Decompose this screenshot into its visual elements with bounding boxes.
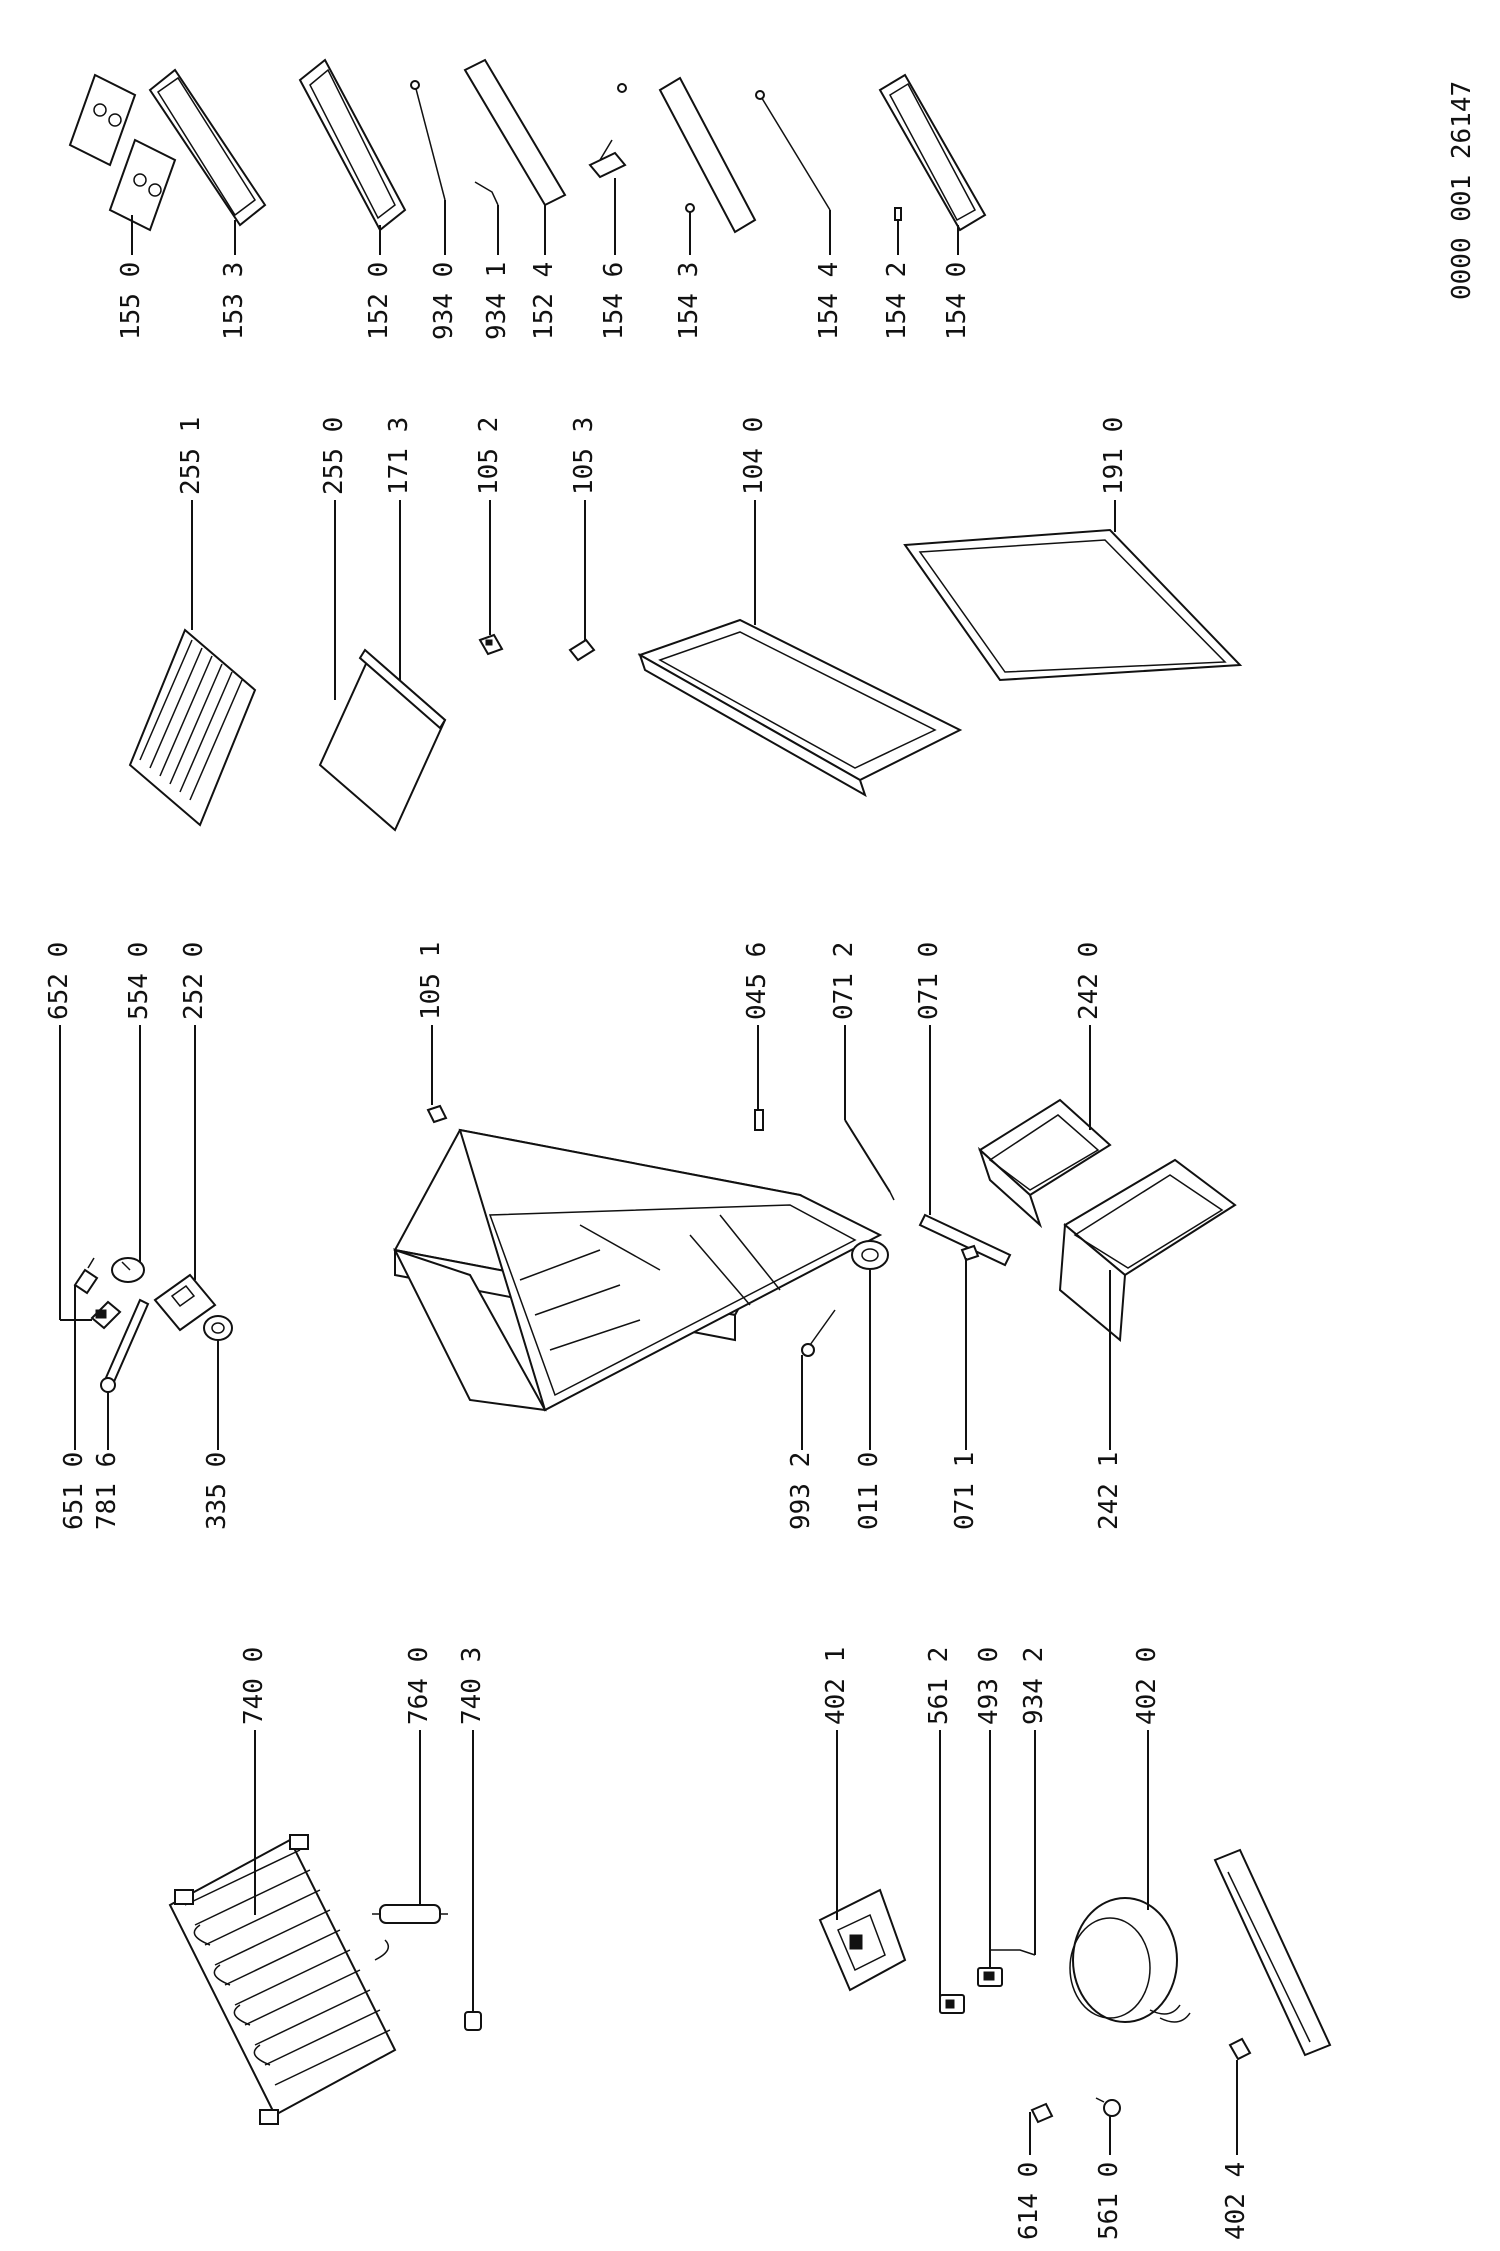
column-cabinet: 651 0 781 6 335 0 652 0 554 0 <box>44 942 1237 1530</box>
label-252-0: 252 0 <box>179 942 209 1020</box>
compressor-part <box>1069 1897 1191 2023</box>
label-242-1: 242 1 <box>1094 1452 1124 1530</box>
wire-clip-part <box>990 1949 1036 1956</box>
label-154-6: 154 6 <box>599 262 629 340</box>
large-drawer-part <box>1058 1158 1237 1343</box>
door-part <box>637 618 963 798</box>
clip-part <box>474 181 499 206</box>
label-105-3: 105 3 <box>569 417 599 495</box>
cap-part <box>464 2011 482 2031</box>
rod-part <box>755 90 831 211</box>
label-934-1: 934 1 <box>482 262 512 340</box>
hinge-part <box>426 1104 448 1124</box>
door-bin-part <box>298 58 407 232</box>
label-554-0: 554 0 <box>124 942 154 1020</box>
glass-shelf-part <box>318 653 447 832</box>
label-154-4: 154 4 <box>814 262 844 340</box>
label-402-0: 402 0 <box>1132 1647 1162 1725</box>
label-335-0: 335 0 <box>202 1452 232 1530</box>
door-bin-part <box>878 73 987 232</box>
label-255-0: 255 0 <box>319 417 349 495</box>
hinge-bracket-part <box>478 633 504 656</box>
label-255-1: 255 1 <box>176 417 206 495</box>
label-104-0: 104 0 <box>739 417 769 495</box>
label-153-3: 153 3 <box>219 262 249 340</box>
door-bin-part <box>658 76 757 234</box>
egg-tray-part <box>68 73 177 232</box>
dial-part <box>851 1240 889 1270</box>
label-152-4: 152 4 <box>529 262 559 340</box>
sensor-part <box>801 1309 836 1357</box>
label-561-2: 561 2 <box>924 1647 954 1725</box>
knob-part <box>203 1315 233 1341</box>
bracket-part <box>588 83 627 179</box>
relay-part <box>939 1994 965 2014</box>
screw-part <box>889 1191 895 1201</box>
label-764-0: 764 0 <box>404 1647 434 1725</box>
lamp-holder-part <box>90 1300 122 1330</box>
label-402-1: 402 1 <box>821 1647 851 1725</box>
door-bin-part <box>148 68 267 227</box>
pin-part <box>894 207 902 221</box>
label-191-0: 191 0 <box>1099 417 1129 495</box>
label-071-0: 071 0 <box>914 942 944 1020</box>
label-071-1: 071 1 <box>950 1452 980 1530</box>
thermostat-shaft-part <box>100 1298 150 1393</box>
label-171-3: 171 3 <box>384 417 414 495</box>
label-493-0: 493 0 <box>974 1647 1004 1725</box>
label-105-2: 105 2 <box>474 417 504 495</box>
label-154-2: 154 2 <box>882 262 912 340</box>
thermostat-housing-part <box>153 1273 217 1332</box>
wire-rod-part <box>410 80 446 201</box>
column-door-accessories: 155 0 153 3 152 0 934 0 934 1 152 4 <box>68 58 987 340</box>
label-561-0: 561 0 <box>1094 2162 1124 2240</box>
bar-part <box>918 1213 1012 1267</box>
filter-drier-part <box>372 1904 448 1924</box>
door-gasket-part <box>903 528 1243 682</box>
door-shelf-part <box>463 58 567 207</box>
label-154-3-text: 154 3 <box>674 262 704 340</box>
thermal-protector-part <box>977 1967 1003 1987</box>
terminal-cover-part <box>1095 2097 1121 2117</box>
label-740-0: 740 0 <box>239 1647 269 1725</box>
label-155-0: 155 0 <box>116 262 146 340</box>
condenser-coil-part <box>168 1834 397 2125</box>
label-071-2: 071 2 <box>829 942 859 1020</box>
label-993-2: 993 2 <box>786 1452 816 1530</box>
label-934-2: 934 2 <box>1019 1647 1049 1725</box>
shelf-trim-part <box>358 648 447 730</box>
label-045-6: 045 6 <box>742 942 772 1020</box>
document-code: 0000 001 26147 <box>1447 81 1477 300</box>
hinge-pin-part <box>568 638 596 662</box>
label-402-4: 402 4 <box>1221 2162 1251 2240</box>
mounting-plate-part <box>1213 1848 1332 2057</box>
relay-housing-part <box>818 1888 907 1992</box>
grommet-part <box>1030 2102 1054 2124</box>
bar-end-part <box>960 1244 980 1262</box>
lamp-part <box>111 1257 145 1283</box>
cabinet-part <box>393 1128 883 1412</box>
label-011-0: 011 0 <box>854 1452 884 1530</box>
column-cooling-compressor: 740 0 764 0 740 3 402 1 561 2 <box>168 1647 1332 2240</box>
label-781-6: 781 6 <box>92 1452 122 1530</box>
label-934-0: 934 0 <box>429 262 459 340</box>
pin-part <box>754 1109 764 1131</box>
label-652-0: 652 0 <box>44 942 74 1020</box>
compressor-clip-part <box>1228 2037 1252 2061</box>
label-242-0: 242 0 <box>1074 942 1104 1020</box>
label-154-0: 154 0 <box>942 262 972 340</box>
label-105-1: 105 1 <box>416 942 446 1020</box>
thermostat-knob-part <box>73 1257 99 1295</box>
wire-shelf-part <box>128 628 257 827</box>
label-740-3: 740 3 <box>457 1647 487 1725</box>
label-152-0: 152 0 <box>364 262 394 340</box>
column-door-shelves: 255 1 255 0 171 3 105 2 105 3 104 0 <box>128 417 1243 832</box>
small-drawer-part <box>977 1098 1112 1229</box>
label-614-0: 614 0 <box>1014 2162 1044 2240</box>
label-651-0: 651 0 <box>59 1452 89 1530</box>
